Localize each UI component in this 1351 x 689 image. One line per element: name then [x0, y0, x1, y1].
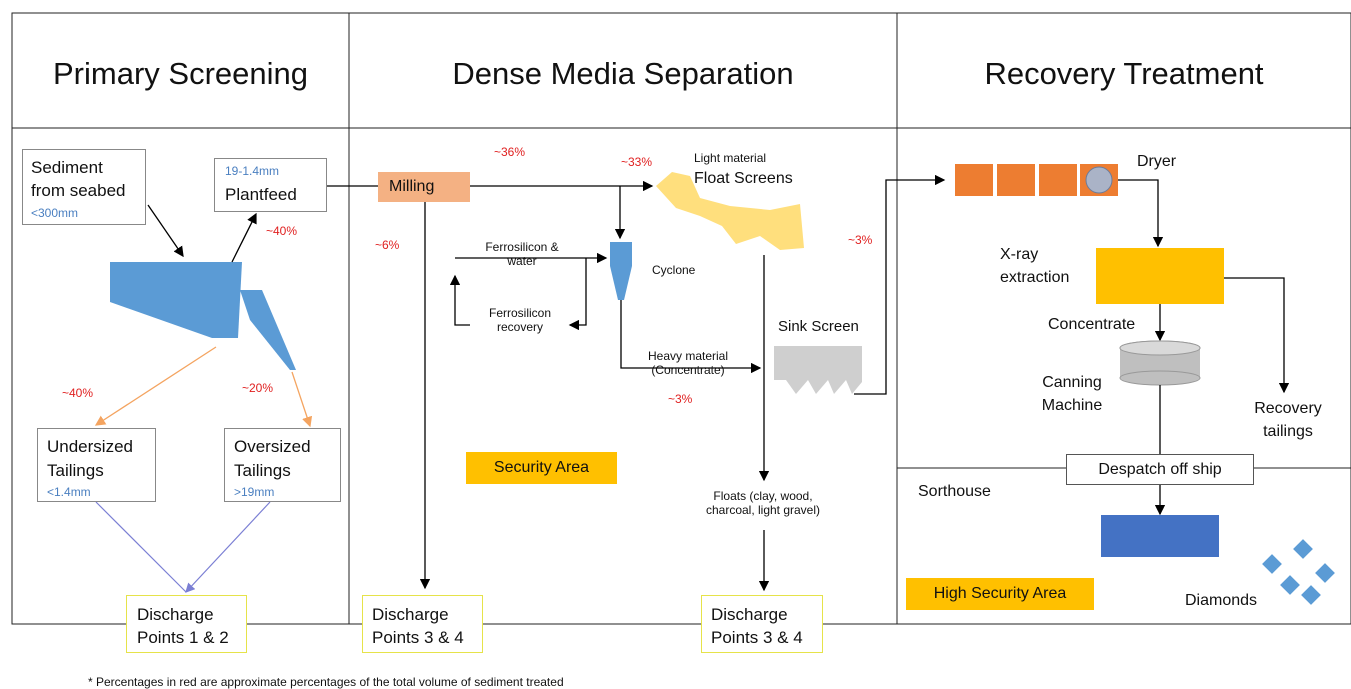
pct-milling-out: ~36% [494, 145, 526, 159]
oversize-chute-shape [240, 290, 296, 370]
plantfeed-label: Plantfeed [225, 185, 297, 204]
oversized-size: >19mm [234, 485, 275, 499]
despatch-box: Despatch off ship [1066, 454, 1254, 485]
sediment-label-1: Sediment [31, 158, 103, 177]
recovery-tailings-label: Recovery tailings [1248, 397, 1328, 443]
discharge-3-4b-label-1: Discharge [711, 605, 788, 624]
arrow-xray-tailings [1224, 277, 1290, 394]
arrow-screen-undersized [94, 346, 217, 426]
high-security-area-badge: High Security Area [906, 578, 1094, 610]
header-primary-screening: Primary Screening [53, 56, 308, 91]
ferro-water-label: Ferrosilicon & water [462, 240, 582, 268]
ferro-recovery-label-1: Ferrosilicon [488, 306, 551, 320]
floats-label: Floats (clay, wood, charcoal, light grav… [686, 489, 840, 517]
primary-screen-shape [110, 262, 242, 338]
sorthouse-shape [1101, 515, 1219, 557]
sediment-size: <300mm [31, 206, 79, 220]
discharge-1-2-label-2: Points 1 & 2 [137, 628, 229, 647]
arrow-cyclone-ferrorecovery [568, 258, 587, 331]
xray-label-2: extraction [1000, 269, 1070, 286]
discharge-points-3-4-box-a: Discharge Points 3 & 4 [362, 595, 483, 653]
discharge-3-4a-label-1: Discharge [372, 605, 449, 624]
heavy-material-label: Heavy material (Concentrate) [636, 349, 740, 377]
discharge-3-4b-label-2: Points 3 & 4 [711, 628, 803, 647]
discharge-3-4a-label-2: Points 3 & 4 [372, 628, 464, 647]
undersized-label-2: Tailings [47, 461, 104, 480]
float-screens-shape [656, 172, 804, 250]
arrow-screen-oversized [291, 371, 313, 428]
oversized-label-2: Tailings [234, 461, 291, 480]
recovery-tailings-label-1: Recovery [1254, 400, 1322, 417]
dryer-label: Dryer [1137, 153, 1177, 170]
pct-oversized: ~20% [242, 381, 274, 395]
xray-label: X-ray extraction [1000, 243, 1069, 289]
plantfeed-size: 19-1.4mm [225, 164, 280, 178]
pct-sink: ~3% [848, 233, 873, 247]
cyclone-label: Cyclone [652, 263, 696, 277]
light-material-label: Light material [694, 151, 767, 165]
milling-label: Milling [389, 178, 435, 195]
recovery-tailings-label-2: tailings [1263, 423, 1313, 440]
diamonds-label: Diamonds [1185, 592, 1258, 609]
footnote: * Percentages in red are approximate per… [88, 675, 564, 689]
sink-screen-label: Sink Screen [778, 318, 859, 335]
arrow-cyclone-sink [620, 300, 762, 374]
undersized-size: <1.4mm [47, 485, 91, 499]
arrow-screen-plantfeed [231, 212, 257, 263]
security-area-badge: Security Area [466, 452, 617, 484]
milling-shape [378, 172, 470, 202]
ferro-water-label-2: water [507, 254, 537, 268]
arrow-dryer-xray [1118, 179, 1164, 248]
header-recovery-treatment: Recovery Treatment [984, 56, 1264, 91]
xray-shape [1096, 248, 1224, 304]
heavy-material-label-2: (Concentrate) [651, 363, 725, 377]
sink-screen-shape [774, 346, 862, 394]
pct-plantfeed: ~40% [266, 224, 298, 238]
pct-undersized: ~40% [62, 386, 94, 400]
sediment-label-2: from seabed [31, 181, 126, 200]
outer-frame [11, 12, 1351, 625]
canning-label-1: Canning [1042, 374, 1102, 391]
ferro-recovery-label-2: recovery [496, 320, 543, 334]
arrow-sink-dryer [854, 174, 946, 395]
discharge-points-3-4-box-b: Discharge Points 3 & 4 [701, 595, 823, 653]
plantfeed-box: 19-1.4mm Plantfeed [214, 158, 327, 212]
float-screens-label: Float Screens [694, 170, 793, 187]
diamonds-shapes [1262, 539, 1335, 605]
arrow-ferrorecovery-loop [449, 274, 470, 326]
discharge-points-1-2-box: Discharge Points 1 & 2 [126, 595, 247, 653]
dryer-shape [955, 164, 993, 196]
canning-machine-label: Canning Machine [1035, 371, 1109, 417]
xray-label-1: X-ray [1000, 246, 1039, 263]
line-oversized-discharge [185, 501, 271, 593]
pct-float: ~33% [621, 155, 653, 169]
heavy-material-label-1: Heavy material [647, 349, 729, 363]
cyclone-shape [610, 242, 632, 300]
arrow-sediment-screen [147, 204, 184, 258]
canning-label-2: Machine [1041, 397, 1103, 414]
pct-milling-down: ~6% [375, 238, 400, 252]
oversized-tailings-box: Oversized Tailings >19mm [224, 428, 341, 502]
pct-heavy: ~3% [668, 392, 693, 406]
undersized-label-1: Undersized [47, 437, 133, 456]
ferro-recovery-label: Ferrosilicon recovery [470, 306, 570, 334]
line-undersized-discharge [95, 501, 187, 593]
ferro-water-label-1: Ferrosilicon & [485, 240, 559, 254]
undersized-tailings-box: Undersized Tailings <1.4mm [37, 428, 156, 502]
floats-label-1: Floats (clay, wood, [713, 489, 813, 503]
sorthouse-label: Sorthouse [918, 483, 991, 500]
discharge-1-2-label-1: Discharge [137, 605, 214, 624]
sediment-box: Sediment from seabed <300mm [22, 149, 146, 225]
floats-label-2: charcoal, light gravel) [705, 503, 821, 517]
oversized-label-1: Oversized [234, 437, 311, 456]
header-dense-media-separation: Dense Media Separation [452, 56, 794, 91]
concentrate-label: Concentrate [1048, 316, 1136, 333]
